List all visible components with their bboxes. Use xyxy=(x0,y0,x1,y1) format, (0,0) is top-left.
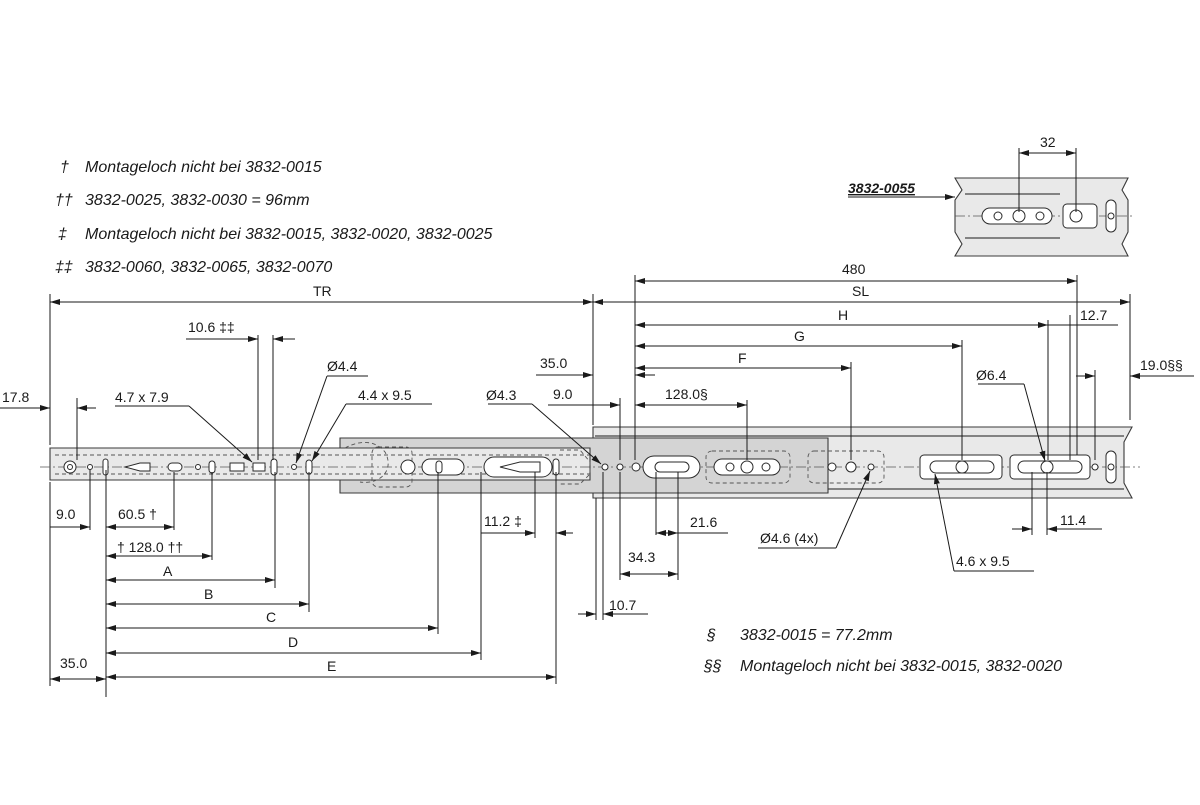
dim-4-4x9-5: 4.4 x 9.5 xyxy=(358,387,412,403)
middle-slot-1-inner xyxy=(435,460,443,474)
dim-9-0-bot: 9.0 xyxy=(56,506,76,522)
outer-hole-7 xyxy=(827,462,837,472)
dim-11-4: 11.4 xyxy=(1060,512,1086,528)
dim-tr: TR xyxy=(313,283,332,299)
inner-slot-5 xyxy=(305,459,313,475)
inner-slot-4 xyxy=(270,458,278,476)
dim-a: A xyxy=(163,563,173,579)
middle-rail-end xyxy=(560,449,591,485)
outer-hole-2 xyxy=(616,463,624,471)
dim-19-0: 19.0§§ xyxy=(1140,357,1183,373)
top-dimensions: TR SL 480 H 12.7 G F 128.0§ 9.0 35 xyxy=(0,261,1194,465)
note-3-symbol: ‡ xyxy=(58,226,67,243)
inner-rect-1 xyxy=(229,462,245,472)
outer-hole-9 xyxy=(867,463,875,471)
detail-hole-5 xyxy=(1107,212,1115,220)
dim-12-7: 12.7 xyxy=(1080,307,1107,323)
inner-slot-2 xyxy=(167,462,183,472)
note-1-text: Montageloch nicht bei 3832-0015 xyxy=(85,159,322,176)
dim-10-6: 10.6 ‡‡ xyxy=(188,319,235,335)
note-4-text: 3832-0060, 3832-0065, 3832-0070 xyxy=(85,259,332,276)
note-4-symbol: ‡‡ xyxy=(55,259,73,276)
inner-hole-3 xyxy=(291,464,297,470)
dim-4-4-leader xyxy=(295,375,328,464)
dim-6-4: Ø6.4 xyxy=(976,367,1007,383)
detail-label: 3832-0055 xyxy=(848,180,915,196)
dim-6-4-leader xyxy=(1023,383,1046,462)
middle-slot-1 xyxy=(421,458,465,476)
dim-4-3-leader xyxy=(531,403,602,465)
middle-rail-latch-outline xyxy=(344,442,389,483)
legend-notes-bottom: § 3832-0015 = 77.2mm §§ Montageloch nich… xyxy=(703,627,1062,675)
dim-4-4: Ø4.4 xyxy=(327,358,358,374)
dim-4-6x9-5-leader xyxy=(933,473,955,572)
dim-34-3: 34.3 xyxy=(628,549,655,565)
dim-h: H xyxy=(838,307,848,323)
note-6-symbol: §§ xyxy=(703,658,722,675)
dim-128t: † 128.0 †† xyxy=(117,539,183,555)
dim-128s: 128.0§ xyxy=(665,386,708,402)
detail-hole-1 xyxy=(993,211,1003,221)
middle-keyhole xyxy=(499,461,541,473)
note-5-text: 3832-0015 = 77.2mm xyxy=(740,627,893,644)
dim-4-6x4-leader xyxy=(835,470,871,549)
dim-17-8: 17.8 xyxy=(2,389,29,405)
outer-hole-11 xyxy=(1040,460,1054,474)
note-6-text: Montageloch nicht bei 3832-0015, 3832-00… xyxy=(740,658,1062,675)
detail-3832-0055: 32 3832-0055 xyxy=(848,134,1135,257)
note-2-text: 3832-0025, 3832-0030 = 96mm xyxy=(85,192,310,209)
middle-hole-latch xyxy=(400,459,416,475)
dim-60-5: 60.5 † xyxy=(118,506,157,522)
note-3-text: Montageloch nicht bei 3832-0015, 3832-00… xyxy=(85,226,493,243)
dim-9-0-top: 9.0 xyxy=(553,386,573,402)
dim-4-4x9-5-leader xyxy=(311,403,347,462)
dim-11-2: 11.2 ‡ xyxy=(484,513,522,529)
inner-rect-2 xyxy=(252,462,266,472)
dim-4-6x9-5: 4.6 x 9.5 xyxy=(956,553,1010,569)
bottom-dimensions: 9.0 60.5 † † 128.0 †† A B C D E 35.0 11.… xyxy=(49,470,1102,697)
dim-480: 480 xyxy=(842,261,866,277)
detail-dim-32: 32 xyxy=(1040,134,1056,150)
dim-f: F xyxy=(738,350,747,366)
inner-slot-3 xyxy=(208,460,216,474)
dim-4-7x7-9: 4.7 x 7.9 xyxy=(115,389,169,405)
dim-35-0-bot: 35.0 xyxy=(60,655,87,671)
dim-b: B xyxy=(204,586,213,602)
outer-hole-10 xyxy=(955,460,969,474)
dim-35-0-top: 35.0 xyxy=(540,355,567,371)
outer-hole-4 xyxy=(725,462,735,472)
outer-hole-5 xyxy=(740,460,754,474)
dim-e: E xyxy=(327,658,336,674)
inner-keyhole-1 xyxy=(123,462,151,472)
outer-hole-8 xyxy=(845,461,857,473)
dim-d: D xyxy=(288,634,298,650)
outer-hole-3 xyxy=(631,462,641,472)
dim-4-7x7-9-leader xyxy=(188,405,253,463)
outer-pocket-2 xyxy=(807,450,885,484)
dim-4-6x4: Ø4.6 (4x) xyxy=(760,530,818,546)
outer-hole-13 xyxy=(1107,463,1115,471)
note-2-symbol: †† xyxy=(55,192,73,209)
outer-hole-6 xyxy=(761,462,771,472)
main-rail xyxy=(40,426,1140,499)
inner-hole-1 xyxy=(87,464,93,470)
outer-hole-1 xyxy=(601,463,609,471)
dim-sl: SL xyxy=(852,283,869,299)
inner-hole-front-core xyxy=(67,464,73,470)
outer-pocket-1 xyxy=(705,450,791,484)
outer-hole-12 xyxy=(1091,463,1099,471)
dim-10-7: 10.7 xyxy=(609,597,636,613)
outer-slot-1-inner xyxy=(654,461,690,473)
legend-notes-top: † Montageloch nicht bei 3832-0015 †† 383… xyxy=(55,159,493,276)
note-1-symbol: † xyxy=(60,159,69,176)
note-5-symbol: § xyxy=(706,627,716,644)
dim-21-6: 21.6 xyxy=(690,514,717,530)
dim-c: C xyxy=(266,609,276,625)
dim-4-3: Ø4.3 xyxy=(486,387,517,403)
detail-hole-3 xyxy=(1035,211,1045,221)
dim-g: G xyxy=(794,328,805,344)
inner-hole-2 xyxy=(195,464,201,470)
